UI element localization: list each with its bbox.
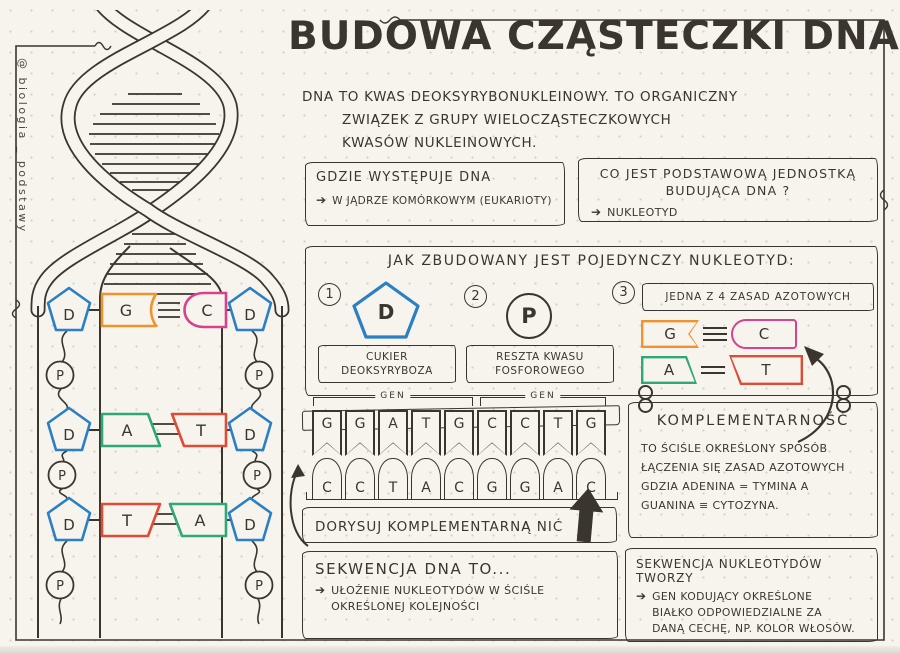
intro-paragraph: DNA TO KWAS DEOKSYRYBONUKLEINOWY. TO ORG… <box>302 86 888 155</box>
dna-helix-illustration: G C A T T A <box>30 10 290 638</box>
draw-complementary-box: DORYSUJ KOMPLEMENTARNĄ NIĆ <box>302 507 617 543</box>
gen-label: GEN <box>525 391 561 401</box>
phosphate-circles: P P P P P P <box>45 360 274 600</box>
draw-complementary-text: DORYSUJ KOMPLEMENTARNĄ NIĆ <box>315 519 564 535</box>
svg-text:T: T <box>195 421 206 440</box>
page-title: BUDOWA CZĄSTECZKI DNA <box>288 14 900 59</box>
intro-line: DNA TO KWAS DEOKSYRYBONUKLEINOWY. TO ORG… <box>302 89 738 105</box>
base-pair-at: A T <box>641 355 803 385</box>
base-t: T <box>761 361 771 379</box>
dna-sequence-answer: UŁOŻENIE NUKLEOTYDÓW W ŚCIŚLE OKREŚLONEJ… <box>331 584 545 613</box>
dna-sequence-title: SEKWENCJA DNA TO... <box>315 560 512 578</box>
svg-text:D: D <box>244 516 256 534</box>
basic-unit-answer: NUKLEOTYD <box>607 206 678 219</box>
basic-unit-box: CO JEST PODSTAWOWĄ JEDNOSTKĄ BUDUJĄCA DN… <box>578 158 878 222</box>
where-dna-answer: W JĄDRZE KOMÓRKOWYM (EUKARIOTY) <box>332 195 552 207</box>
intro-line: KWASÓW NUKLEINOWYCH. <box>342 135 538 151</box>
svg-text:P: P <box>255 579 263 594</box>
sequence-top-strand: G G A T G C C T G <box>312 410 606 456</box>
base-c: C <box>758 325 770 343</box>
nucleotide-sequence-box: SEKWENCJA NUKLEOTYDÓW TWORZY ➔ GEN KODUJ… <box>625 548 878 642</box>
item1-label: CUKIER DEOKSYRYBOZA <box>318 345 456 383</box>
sequence-baseline <box>306 492 618 500</box>
author-handle: @ biologia _ podstawy <box>16 58 29 234</box>
curved-arrow-left-icon <box>289 464 309 547</box>
complementarity-box: KOMPLEMENTARNOŚĆ TO ŚCIŚLE OKREŚLONY SPO… <box>628 385 878 538</box>
item2-label: RESZTA KWASU FOSFOROWEGO <box>466 345 614 383</box>
base-a: A <box>663 361 675 379</box>
dna-sequence-box: SEKWENCJA DNA TO... ➔ UŁOŻENIE NUKLEOTYD… <box>302 551 618 639</box>
gen-bracket-2: GEN <box>480 391 606 406</box>
phosphate-letter: P <box>521 304 537 328</box>
svg-text:P: P <box>253 469 261 484</box>
helix-ribbons <box>30 10 290 318</box>
deoxyribose-pentagon-icon: D <box>352 281 420 339</box>
svg-text:D: D <box>63 516 75 534</box>
big-up-arrow-icon <box>569 488 604 543</box>
double-bond-icon <box>701 365 725 375</box>
svg-text:P: P <box>58 469 66 484</box>
item2-number: 2 <box>464 285 487 308</box>
nucleotide-sequence-title: SEKWENCJA NUKLEOTYDÓW TWORZY <box>636 557 823 585</box>
sequence-bottom-strand: C C T A C G G A C <box>312 458 606 500</box>
gen-bracket-1: GEN <box>313 391 473 406</box>
svg-text:D: D <box>63 426 75 444</box>
complementarity-body: TO ŚCIŚLE OKREŚLONY SPOSÓB ŁĄCZENIA SIĘ … <box>641 442 845 512</box>
item3-label: JEDNA Z 4 ZASAD AZOTOWYCH <box>642 283 874 311</box>
item1-number: 1 <box>318 283 341 306</box>
where-dna-title: GDZIE WYSTĘPUJE DNA <box>316 170 492 185</box>
helix-rung-ta: T A <box>89 502 230 538</box>
svg-text:D: D <box>63 306 75 324</box>
base-g: G <box>664 325 676 343</box>
curved-arrow-to-pairs-icon <box>797 346 834 444</box>
nucleotide-structure-box: JAK ZBUDOWANY JEST POJEDYNCZY NUKLEOTYD:… <box>305 246 878 396</box>
helix-rung-gc: G C <box>89 291 230 329</box>
svg-text:D: D <box>378 300 395 324</box>
base-pair-gc: G C <box>641 319 797 349</box>
item3-number: 3 <box>612 281 635 304</box>
svg-text:P: P <box>255 369 263 384</box>
svg-text:D: D <box>244 306 256 324</box>
gen-label: GEN <box>375 391 411 401</box>
binder-ring-left-icon <box>637 385 653 417</box>
page-edge-shadow <box>0 646 900 654</box>
svg-text:D: D <box>244 426 256 444</box>
svg-text:P: P <box>56 369 64 384</box>
svg-text:G: G <box>120 301 132 320</box>
helix-rung-at: A T <box>89 412 230 448</box>
svg-text:P: P <box>56 579 64 594</box>
bullet-arrow-icon: ➔ <box>315 583 326 597</box>
helix-eye-rungs <box>89 93 219 295</box>
svg-text:A: A <box>195 511 206 530</box>
bullet-arrow-icon: ➔ <box>636 589 647 603</box>
sugar-pentagons: D D D D D D <box>46 286 273 542</box>
backbone-squiggles <box>57 330 262 625</box>
svg-text:C: C <box>201 301 212 320</box>
bullet-arrow-icon: ➔ <box>316 193 327 207</box>
basic-unit-title: CO JEST PODSTAWOWĄ JEDNOSTKĄ BUDUJĄCA DN… <box>599 166 857 198</box>
nucleotide-header: JAK ZBUDOWANY JEST POJEDYNCZY NUKLEOTYD: <box>387 253 796 269</box>
svg-text:T: T <box>121 511 132 530</box>
where-dna-box: GDZIE WYSTĘPUJE DNA ➔ W JĄDRZE KOMÓRKOWY… <box>305 162 565 226</box>
bullet-arrow-icon: ➔ <box>591 205 602 219</box>
binder-ring-right-icon <box>835 385 851 417</box>
complementarity-title: KOMPLEMENTARNOŚĆ <box>656 413 850 429</box>
phosphate-circle-icon: P <box>506 293 552 339</box>
triple-bond-icon <box>703 326 727 342</box>
intro-line: ZWIĄZEK Z GRUPY WIELOCZĄSTECZKOWYCH <box>342 112 672 128</box>
svg-text:A: A <box>122 421 133 440</box>
nucleotide-sequence-answer: GEN KODUJĄCY OKREŚLONE BIAŁKO ODPOWIEDZI… <box>652 590 856 635</box>
